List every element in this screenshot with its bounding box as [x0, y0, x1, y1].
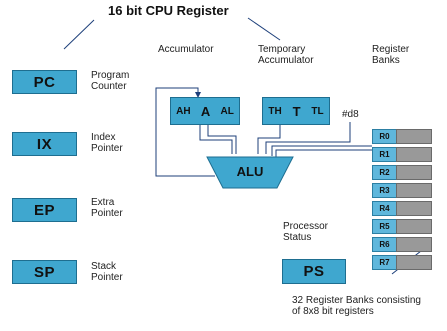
bank-register-r2: R2	[372, 165, 397, 180]
processor-status-label-line2: Status	[283, 232, 312, 243]
accumulator-to-alu	[199, 125, 233, 154]
bank-stack-row	[396, 237, 432, 252]
title-connector-left	[63, 19, 95, 50]
alu-label: ALU	[236, 164, 264, 179]
processor-status-label: Processor Status	[283, 221, 328, 243]
bank-register-r1: R1	[372, 147, 397, 162]
bank-register-r4: R4	[372, 201, 397, 216]
bank-stack-row	[396, 255, 432, 270]
ep-register-label: EP	[33, 201, 55, 219]
pc-register-label: PC	[33, 73, 56, 91]
bank-stack-row	[396, 147, 432, 162]
sp-description-line1: Stack	[91, 261, 117, 272]
bank-register-r7: R7	[372, 255, 397, 270]
accumulator-low: AL	[220, 105, 234, 117]
accumulator-label: Accumulator	[158, 44, 214, 55]
register-banks-label-line2: Banks	[372, 55, 400, 66]
bank-stack-row	[396, 183, 432, 198]
bank-register-r5: R5	[372, 219, 397, 234]
accumulator-to-alu-b	[207, 125, 237, 154]
banks-to-alu-b	[275, 149, 372, 158]
alu-to-accumulator-loop	[155, 87, 215, 177]
ix-description-line2: Pointer	[91, 143, 123, 154]
register-banks-label-line1: Register	[372, 44, 410, 55]
sp-description: Stack Pointer	[91, 261, 123, 283]
ix-description-line1: Index	[91, 132, 116, 143]
bank-stack-row	[396, 165, 432, 180]
pc-description-line2: Counter	[91, 81, 127, 92]
temporary-register: TH T TL	[262, 97, 330, 125]
temporary-low: TL	[311, 105, 324, 117]
ep-register: EP	[12, 198, 77, 222]
diagram-title: 16 bit CPU Register	[108, 3, 229, 18]
accumulator-register: AH A AL	[170, 97, 240, 125]
ep-description-line2: Pointer	[91, 208, 123, 219]
temporary-to-alu	[257, 125, 281, 154]
pc-description: Program Counter	[91, 70, 129, 92]
pc-description-line1: Program	[91, 70, 130, 81]
bank-caption: 32 Register Banks consisting of 8x8 bit …	[292, 295, 421, 317]
temporary-label: Temporary Accumulator	[258, 44, 314, 66]
bank-register-r0: R0	[372, 129, 397, 144]
sp-register-label: SP	[33, 263, 55, 281]
title-connector-right	[247, 17, 281, 41]
temporary-label-line2: Accumulator	[258, 55, 314, 66]
immediate-label: #d8	[342, 109, 359, 120]
ep-description: Extra Pointer	[91, 197, 123, 219]
temporary-high: TH	[268, 105, 282, 117]
banks-to-alu	[271, 145, 372, 156]
bank-stack-row	[396, 129, 432, 144]
pc-register: PC	[12, 70, 77, 94]
accumulator-high: AH	[176, 105, 191, 117]
ps-register: PS	[282, 259, 346, 284]
ix-register: IX	[12, 132, 77, 156]
sp-register: SP	[12, 260, 77, 284]
bank-caption-line1: 32 Register Banks consisting	[292, 295, 421, 306]
ix-description: Index Pointer	[91, 132, 123, 154]
bank-register-r6: R6	[372, 237, 397, 252]
register-banks-label: Register Banks	[372, 44, 409, 66]
ep-description-line1: Extra	[91, 197, 115, 208]
temporary-label-line1: Temporary	[258, 44, 306, 55]
processor-status-label-line1: Processor	[283, 221, 329, 232]
bank-stack-row	[396, 219, 432, 234]
accumulator-main: A	[200, 103, 211, 119]
alu-shape	[206, 156, 294, 189]
temporary-main: T	[292, 103, 301, 119]
sp-description-line2: Pointer	[91, 272, 123, 283]
bank-stack-row	[396, 201, 432, 216]
bank-register-r3: R3	[372, 183, 397, 198]
ix-register-label: IX	[36, 135, 53, 153]
ps-register-label: PS	[303, 263, 325, 280]
immediate-to-alu	[265, 122, 351, 154]
bank-caption-line2: of 8x8 bit registers	[292, 306, 374, 317]
